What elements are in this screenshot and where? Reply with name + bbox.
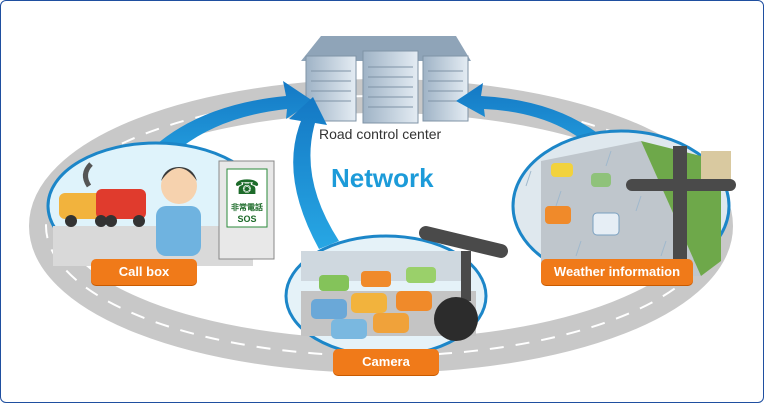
control-center-building xyxy=(301,36,471,124)
arrow-weather xyxy=(456,83,631,171)
camera-label: Camera xyxy=(333,349,439,375)
arrow-camera xyxy=(289,97,339,249)
network-label: Network xyxy=(331,163,434,193)
svg-text:☎: ☎ xyxy=(235,175,260,199)
camera-scene xyxy=(284,226,508,358)
call-box-scene: ☎ 非常電話 SOS xyxy=(46,141,275,271)
weather-information-label: Weather information xyxy=(541,259,693,285)
sign-text-top: 非常電話 xyxy=(231,202,263,212)
road-control-center-label: Road control center xyxy=(319,126,442,142)
sign-text-bottom: SOS xyxy=(237,214,256,224)
arrow-call-box xyxy=(131,81,313,176)
network-arrows xyxy=(131,81,631,249)
call-box-label: Call box xyxy=(91,259,197,285)
